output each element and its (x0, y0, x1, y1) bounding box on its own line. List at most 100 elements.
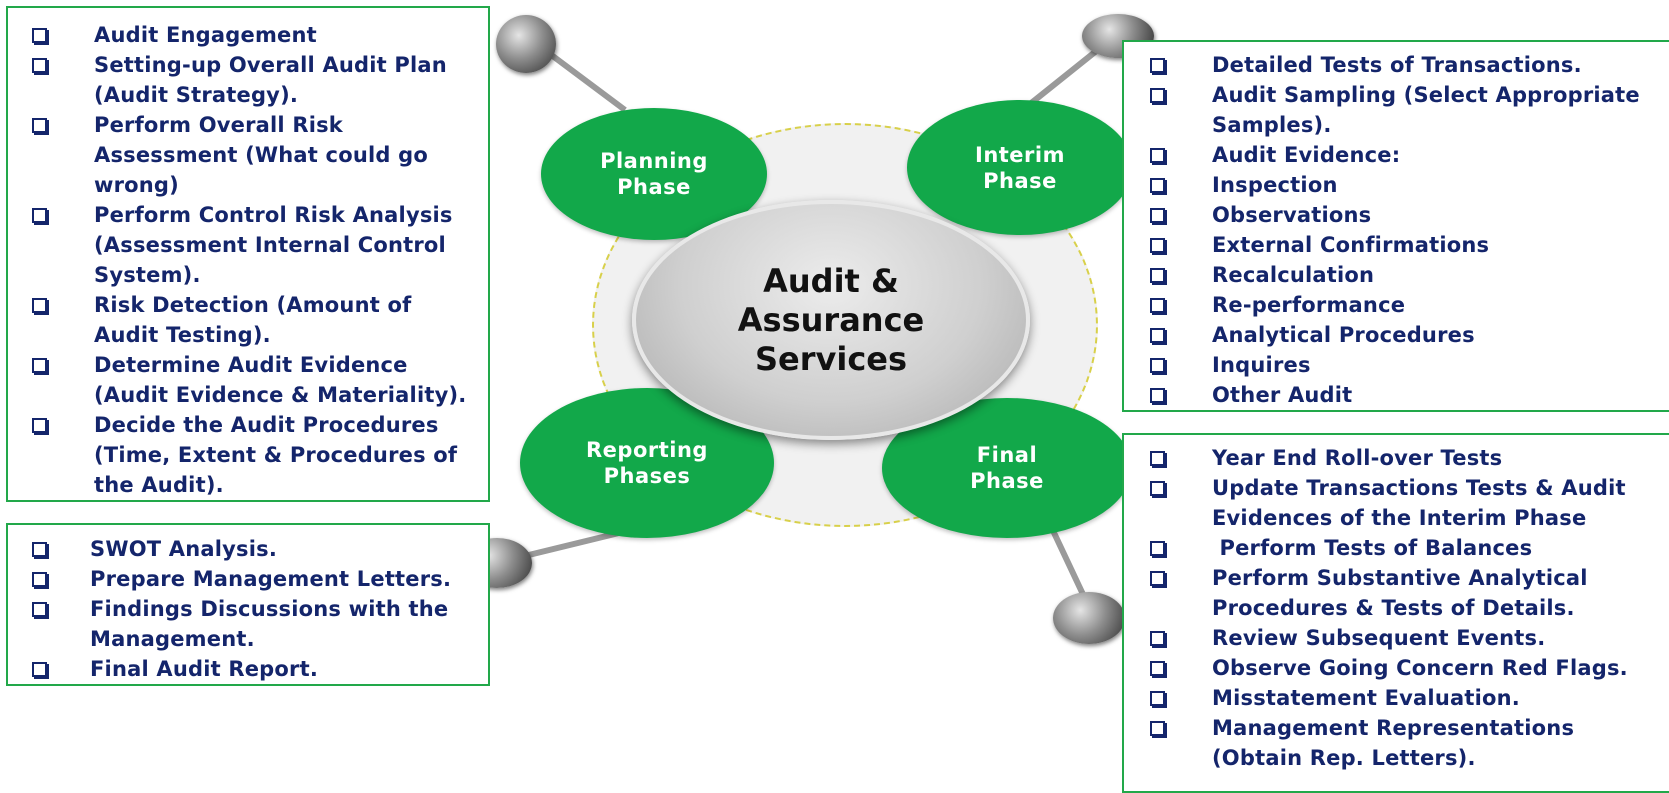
item-text: Perform Tests of Balances (1212, 536, 1533, 560)
item-text: Observe Going Concern Red Flags. (1212, 656, 1628, 680)
checkbox-icon (32, 572, 47, 587)
item-text: Assessment (What could go (94, 143, 428, 167)
list-item: Observations (1124, 200, 1669, 230)
list-item: Audit Testing). (8, 320, 488, 350)
center-line1: Audit & (763, 261, 899, 300)
phase-interim-line2: Phase (983, 168, 1057, 193)
pin-planning (496, 15, 556, 73)
checkbox-icon (1150, 208, 1165, 223)
item-text: Findings Discussions with the (90, 597, 449, 621)
checkbox-icon (1150, 148, 1165, 163)
list-item: (Audit Evidence & Materiality). (8, 380, 488, 410)
item-text: Decide the Audit Procedures (94, 413, 439, 437)
checkbox-icon (1150, 481, 1165, 496)
final-items-box: Year End Roll-over Tests Update Transact… (1122, 433, 1669, 793)
phase-planning-line1: Planning (600, 149, 708, 173)
checkbox-icon (1150, 328, 1165, 343)
list-item: Evidences of the Interim Phase (1124, 503, 1669, 533)
list-item: Assessment (What could go (8, 140, 488, 170)
reporting-items-box: SWOT Analysis. Prepare Management Letter… (6, 523, 490, 686)
checkbox-icon (1150, 661, 1165, 676)
phase-final-line1: Final (976, 443, 1038, 467)
checkbox-icon (1150, 358, 1165, 373)
checkbox-icon (1150, 268, 1165, 283)
checkbox-icon (32, 58, 47, 73)
list-item: Analytical Procedures (1124, 320, 1669, 350)
item-text: Other Audit (1212, 383, 1353, 407)
list-item: Other Audit (1124, 380, 1669, 410)
item-text: Evidences of the Interim Phase (1212, 506, 1587, 530)
interim-items-box: Detailed Tests of Transactions. Audit Sa… (1122, 40, 1669, 412)
checkbox-icon (1150, 541, 1165, 556)
item-text: Audit Evidence: (1212, 143, 1401, 167)
list-item: (Audit Strategy). (8, 80, 488, 110)
item-text: Update Transactions Tests & Audit (1212, 476, 1626, 500)
item-text: wrong) (94, 173, 179, 197)
list-item: Final Audit Report. (8, 654, 488, 684)
list-item: Perform Tests of Balances (1124, 533, 1669, 563)
center-line3: Services (754, 339, 908, 378)
list-item: Perform Overall Risk (8, 110, 488, 140)
list-item: (Obtain Rep. Letters). (1124, 743, 1669, 773)
checkbox-icon (1150, 298, 1165, 313)
item-text: External Confirmations (1212, 233, 1490, 257)
list-item: Audit Evidence: (1124, 140, 1669, 170)
list-item: Risk Detection (Amount of (8, 290, 488, 320)
checkbox-icon (1150, 631, 1165, 646)
checkbox-icon (32, 418, 47, 433)
list-item: (Assessment Internal Control (8, 230, 488, 260)
list-item: Management Representations (1124, 713, 1669, 743)
list-item: Inspection (1124, 170, 1669, 200)
checkbox-icon (1150, 721, 1165, 736)
checkbox-icon (32, 208, 47, 223)
list-item: Recalculation (1124, 260, 1669, 290)
item-text: (Audit Evidence & Materiality). (94, 383, 467, 407)
list-item: Perform Control Risk Analysis (8, 200, 488, 230)
item-text: Audit Sampling (Select Appropriate (1212, 83, 1640, 107)
checkbox-icon (32, 118, 47, 133)
list-item: Observe Going Concern Red Flags. (1124, 653, 1669, 683)
connector-final (1045, 518, 1091, 607)
item-text: Inspection (1212, 173, 1338, 197)
item-text: (Assessment Internal Control (94, 233, 446, 257)
checkbox-icon (1150, 691, 1165, 706)
phase-reporting-line1: Reporting (586, 438, 708, 462)
list-item: the Audit). (8, 470, 488, 500)
item-text: Setting-up Overall Audit Plan (94, 53, 447, 77)
planning-items-box: Audit Engagement Setting-up Overall Audi… (6, 6, 490, 502)
list-item: Decide the Audit Procedures (8, 410, 488, 440)
item-text: SWOT Analysis. (90, 537, 278, 561)
item-text: Audit Testing). (94, 323, 271, 347)
phase-interim-line1: Interim (975, 142, 1065, 167)
center-line2: Assurance (737, 300, 925, 339)
item-text: (Obtain Rep. Letters). (1212, 746, 1476, 770)
list-item: Detailed Tests of Transactions. (1124, 50, 1669, 80)
center-audit-circle: Audit & Assurance Services (632, 200, 1030, 440)
item-text: Re-performance (1212, 293, 1406, 317)
list-item: Audit Sampling (Select Appropriate (1124, 80, 1669, 110)
checkbox-icon (32, 28, 47, 43)
list-item: Perform Substantive Analytical (1124, 563, 1669, 593)
item-text: Misstatement Evaluation. (1212, 686, 1520, 710)
checkbox-icon (32, 662, 47, 677)
list-item: Management. (8, 624, 488, 654)
item-text: Final Audit Report. (90, 657, 319, 681)
phase-planning-line2: Phase (617, 175, 691, 199)
item-text: Year End Roll-over Tests (1212, 446, 1503, 470)
list-item: Setting-up Overall Audit Plan (8, 50, 488, 80)
list-item: (Time, Extent & Procedures of (8, 440, 488, 470)
interim-items-list: Detailed Tests of Transactions. Audit Sa… (1124, 50, 1669, 410)
checkbox-icon (1150, 571, 1165, 586)
checkbox-icon (1150, 178, 1165, 193)
item-text: Perform Control Risk Analysis (94, 203, 453, 227)
list-item: SWOT Analysis. (8, 534, 488, 564)
item-text: Analytical Procedures (1212, 323, 1475, 347)
reporting-items-list: SWOT Analysis. Prepare Management Letter… (8, 534, 488, 684)
list-item: Procedures & Tests of Details. (1124, 593, 1669, 623)
item-text: Inquires (1212, 353, 1311, 377)
checkbox-icon (32, 542, 47, 557)
list-item: Re-performance (1124, 290, 1669, 320)
list-item: Review Subsequent Events. (1124, 623, 1669, 653)
item-text: (Audit Strategy). (94, 83, 299, 107)
